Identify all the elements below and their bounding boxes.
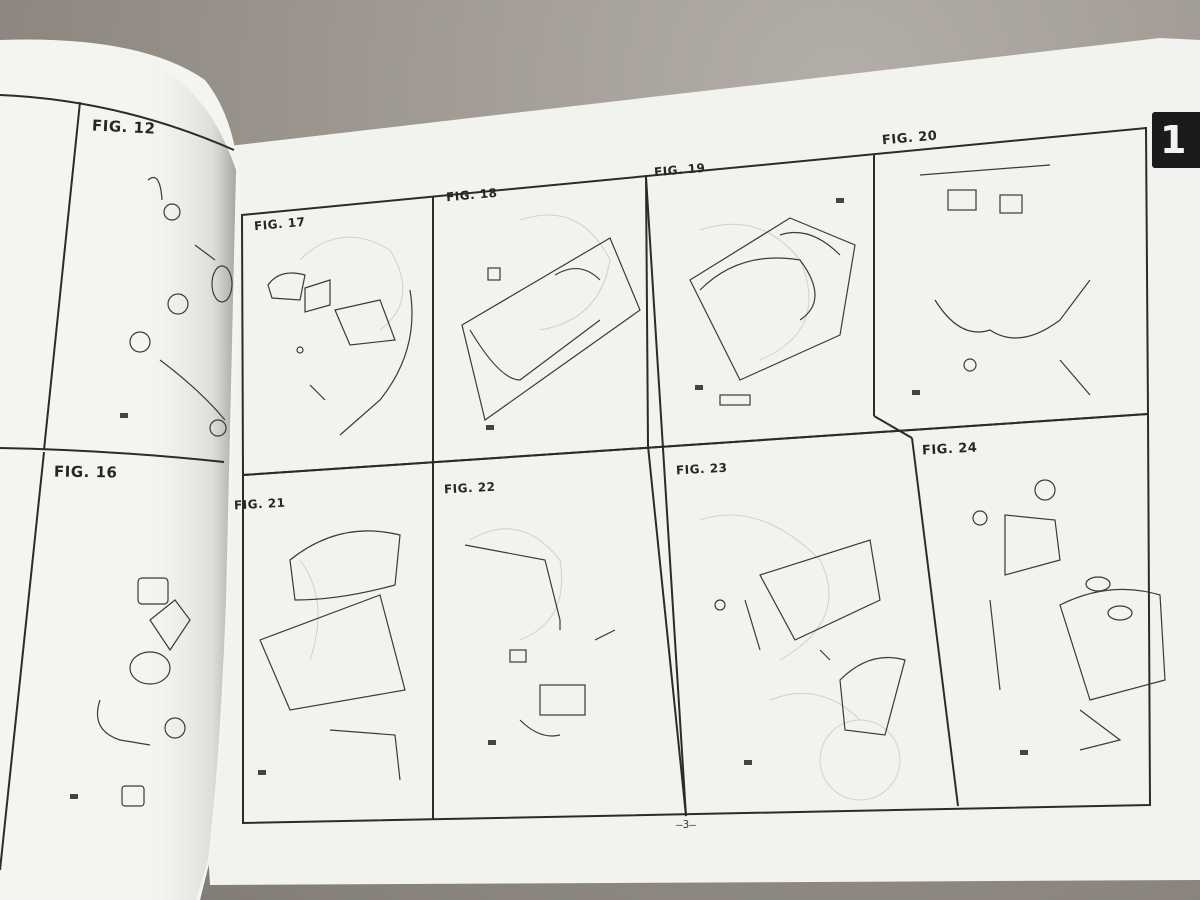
- section-tab: 1: [1152, 112, 1200, 168]
- print-through: [299, 214, 901, 801]
- right-page: [195, 38, 1200, 885]
- fig-label-16: FIG. 16: [53, 462, 118, 482]
- fig-label-21: FIG. 21: [233, 495, 286, 513]
- fig-label-22: FIG. 22: [443, 479, 496, 497]
- fig-label-24: FIG. 24: [921, 440, 978, 459]
- fig-label-12: FIG. 12: [91, 116, 156, 138]
- page-number: –3–: [676, 818, 696, 831]
- left-page-grid: [0, 94, 235, 871]
- part-sketches: [96, 164, 1166, 807]
- right-page-grid: [240, 126, 1152, 825]
- fig-label-23: FIG. 23: [675, 460, 728, 478]
- callout-marks: [70, 198, 1028, 799]
